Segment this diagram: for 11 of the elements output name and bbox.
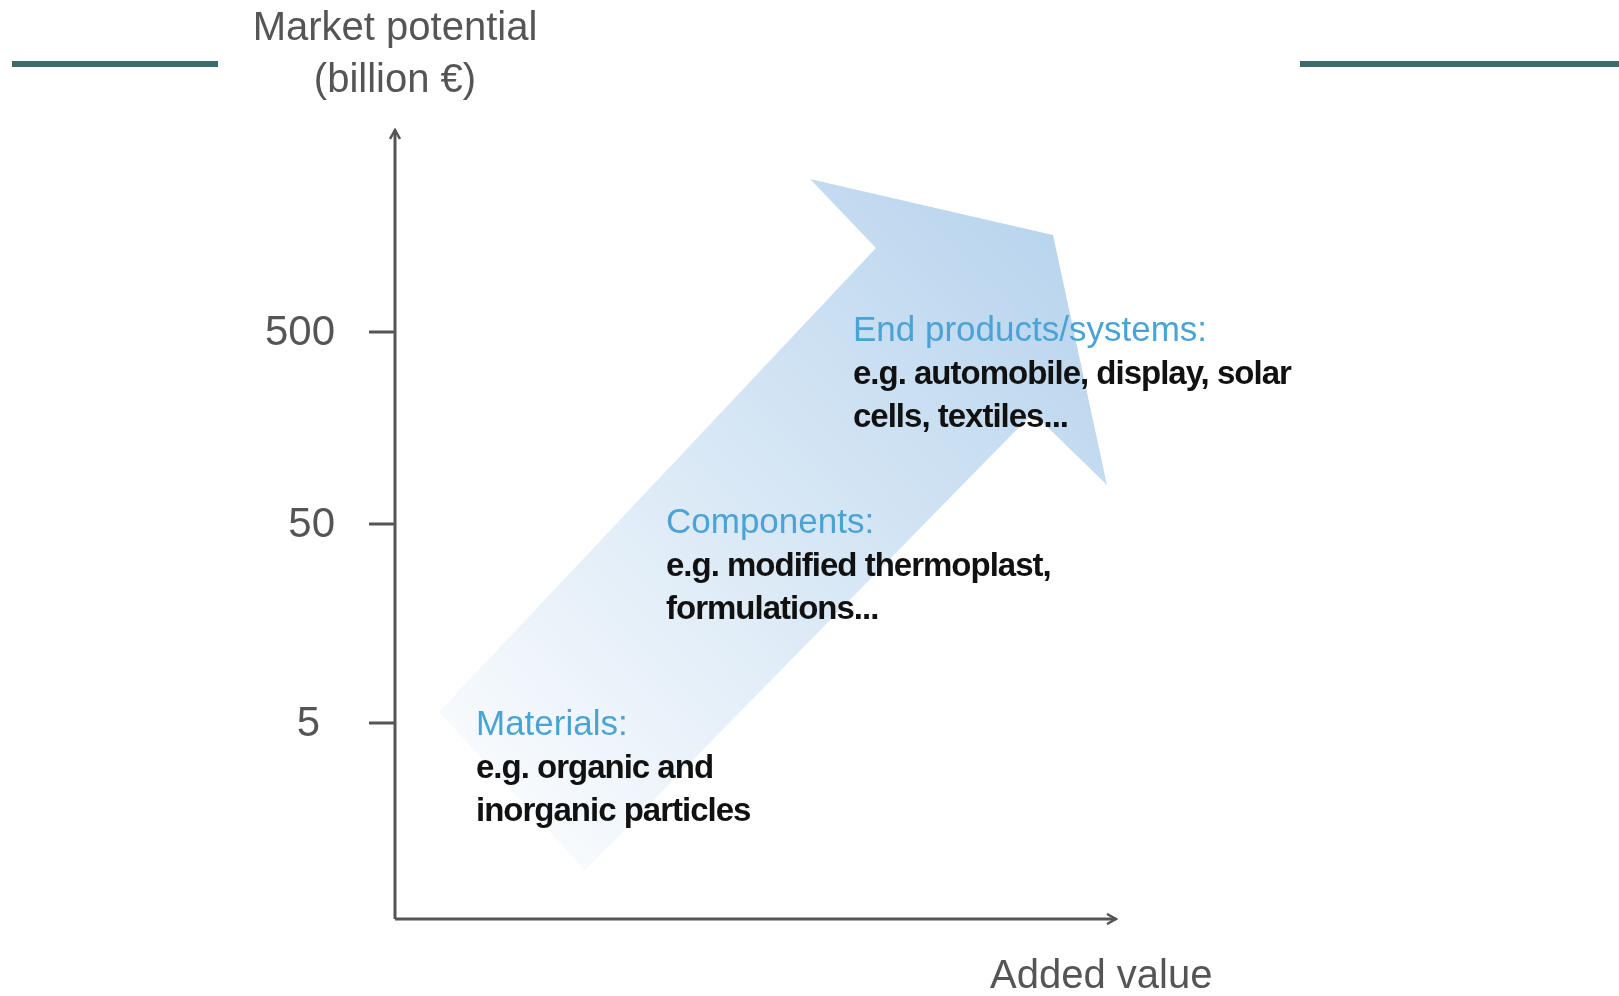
axis-title: Added value [990,951,1213,996]
stage-description: e.g. automobile, display, solar cells, textiles... [853,353,1293,436]
stage-heading: Materials: [476,702,628,744]
tick-label: 5 [295,697,320,747]
stage-heading: End products/systems: [853,308,1208,350]
stage-heading: Components: [666,500,875,542]
stage-description: e.g. modified thermoplast, formulations... [666,545,1052,628]
axis-title: Market potential (billion €) [251,3,539,102]
stage-description: e.g. organic and inorganic particles [476,747,752,830]
tick-label: 500 [263,306,335,356]
tick-label: 50 [287,498,335,548]
